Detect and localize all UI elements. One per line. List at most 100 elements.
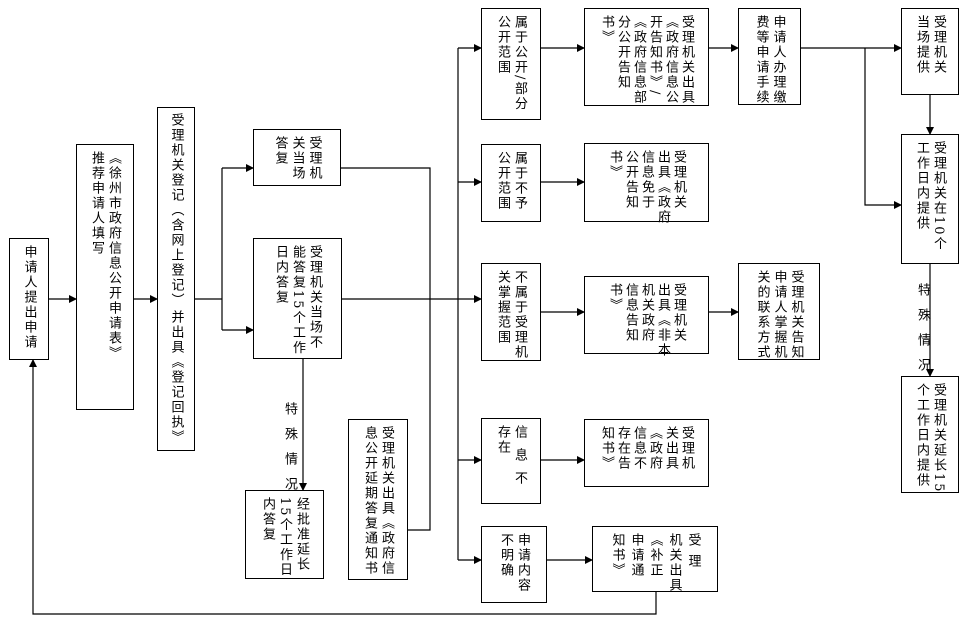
unclear-line-2: 不明确 (498, 533, 513, 578)
extend-15-line-1: 经批准延长 (294, 497, 309, 572)
applicant-submit-text: 申请人提出申请 (21, 245, 37, 350)
form-line-2: 推荐申请人填写 (89, 151, 104, 256)
disclosure-notice-line-5: 分公开告知 (615, 15, 630, 90)
not-in-scope-notice-line-2: 出具《非本 (655, 283, 670, 358)
reply-15days-line-2: 能答复15个工作 (290, 245, 305, 356)
onsite-reply-box: 受理机 关当场 答复 (253, 129, 341, 186)
extend-15-line-3: 内答复 (260, 497, 275, 542)
not-in-scope-notice-text: 受理机关 出具《非本 机关政府 信息告知 书》 (585, 277, 708, 358)
not-in-scope-notice-line-5: 书》 (607, 283, 622, 313)
contact-inform-line-3: 关的联系方式 (754, 270, 770, 360)
info-nonexistent-box: 信息不 存在 (481, 418, 541, 504)
unclear-text: 申请内容 不明确 (482, 527, 546, 602)
correction-notice-line-3: 《补正 (647, 533, 663, 578)
contact-inform-box: 受理机关告知 申请人掌握机 关的联系方式 (738, 263, 820, 360)
onsite-provide-text: 受理机关 当场提供 (902, 9, 958, 94)
correction-notice-box: 受理 机关出具 《补正 申请通 知书》 (592, 526, 718, 593)
special-case-label-left: 特殊情况 (282, 402, 297, 502)
info-nonexistent-line-2: 存在 (495, 425, 510, 455)
reply-15days-text: 受理机关当场不 能答复15个工作 日内答复 (254, 239, 341, 358)
disclosure-notice-line-1: 受理机关出具 (679, 15, 694, 105)
provide-15days-box: 受理机关延长15 个工作日内提供 (901, 376, 959, 494)
nonexistent-notice-line-6: 知书》 (599, 426, 614, 471)
info-nonexistent-text: 信息不 存在 (482, 419, 540, 503)
nonexistent-notice-box: 受理机 关出具 《政府 信息不 存在告 知书》 (584, 419, 709, 487)
application-form-box: 《徐州市政府信息公开申请表》 推荐申请人填写 (76, 144, 134, 410)
correction-notice-line-4: 申请通 (628, 533, 644, 578)
nonexistent-notice-line-4: 信息不 (631, 426, 646, 471)
contact-inform-line-2: 申请人掌握机 (771, 270, 787, 360)
correction-notice-line-5: 知书》 (609, 533, 625, 578)
not-in-scope-text: 不属于受理机 关掌握范围 (482, 264, 540, 360)
register-text: 受理机关登记（含网上登记） 并出具《登记回执》 (158, 108, 194, 450)
register-line-1: 受理机关登记（含网上登记） (168, 113, 184, 308)
fee-procedure-line-1: 申请人办理缴 (770, 15, 786, 105)
arrow-correction-back-to-submit (29, 359, 657, 615)
register-box: 受理机关登记（含网上登记） 并出具《登记回执》 (157, 107, 195, 451)
provide-10days-line-2: 工作日内提供 (914, 141, 929, 231)
special-case-label-right: 特殊情况 (915, 283, 930, 383)
info-nonexistent-line-1: 信息不 (512, 425, 527, 494)
reply-15days-box: 受理机关当场不 能答复15个工作 日内答复 (253, 238, 342, 359)
exempt-notice-box: 受理机关 出具《政府 信息免于 公开告知 书》 (584, 143, 709, 225)
onsite-reply-line-1: 受理机 (306, 136, 322, 181)
extension-notice-line-2: 息公开延期答复通知书 (362, 426, 377, 576)
provide-10days-text: 受理机关在10个 工作日内提供 (902, 135, 958, 263)
nonexistent-notice-line-3: 《政府 (647, 426, 662, 471)
fee-procedure-text: 申请人办理缴 费等申请手续 (739, 9, 800, 105)
register-line-2: 并出具《登记回执》 (168, 310, 184, 445)
unclear-line-1: 申请内容 (515, 533, 530, 593)
onsite-reply-line-2: 关当场 (289, 136, 305, 181)
non-disclosure-scope-line-1: 属于不予 (512, 151, 527, 211)
nonexistent-notice-line-1: 受理机 (679, 426, 694, 471)
not-in-scope-box: 不属于受理机 关掌握范围 (481, 263, 541, 361)
provide-15days-line-2: 个工作日内提供 (914, 383, 929, 488)
exempt-notice-line-1: 受理机关 (671, 150, 686, 210)
exempt-notice-text: 受理机关 出具《政府 信息免于 公开告知 书》 (585, 144, 708, 225)
disclosure-notice-line-2: 《政府信息公 (663, 15, 678, 105)
nonexistent-notice-line-5: 存在告 (615, 426, 630, 471)
exempt-notice-line-5: 书》 (607, 150, 622, 180)
extend-15-box: 经批准延长 15个工作日 内答复 (245, 490, 324, 579)
exempt-notice-line-2: 出具《政府 (655, 150, 670, 225)
disclosure-notice-box: 受理机关出具 《政府信息公 开告知书》/ 《政府信息部 分公开告知 书》 (584, 8, 709, 106)
correction-notice-line-2: 机关出具 (666, 533, 682, 593)
not-in-scope-line-2: 关掌握范围 (495, 270, 510, 345)
extend-15-text: 经批准延长 15个工作日 内答复 (246, 491, 323, 578)
form-line-1: 《徐州市政府信息公开申请表》 (106, 151, 121, 361)
provide-15days-line-1: 受理机关延长15 (931, 383, 946, 494)
not-in-scope-notice-line-1: 受理机关 (671, 283, 686, 343)
not-in-scope-notice-line-4: 信息告知 (623, 283, 638, 343)
disclosure-notice-line-3: 开告知书》/ (647, 15, 662, 97)
onsite-reply-line-3: 答复 (272, 136, 288, 166)
nonexistent-notice-line-2: 关出具 (663, 426, 678, 471)
extension-notice-box: 受理机关出具《政府信 息公开延期答复通知书 (348, 419, 408, 580)
reply-15days-line-1: 受理机关当场不 (307, 245, 322, 350)
unclear-box: 申请内容 不明确 (481, 526, 547, 603)
application-form-text: 《徐州市政府信息公开申请表》 推荐申请人填写 (77, 145, 133, 409)
non-disclosure-scope-box: 属于不予 公开范围 (481, 144, 541, 222)
onsite-provide-line-2: 当场提供 (914, 15, 929, 75)
line-onsite-reply-to-notice (341, 167, 431, 531)
onsite-reply-text: 受理机 关当场 答复 (254, 130, 340, 185)
correction-notice-line-1: 受理 (685, 533, 701, 575)
provide-10days-line-1: 受理机关在10个 (931, 141, 946, 252)
extension-notice-line-1: 受理机关出具《政府信 (379, 426, 394, 576)
disclosure-scope-text: 属于公开/部分 公开范围 (482, 9, 540, 119)
correction-notice-text: 受理 机关出具 《补正 申请通 知书》 (593, 527, 717, 593)
non-disclosure-scope-text: 属于不予 公开范围 (482, 145, 540, 221)
not-in-scope-notice-box: 受理机关 出具《非本 机关政府 信息告知 书》 (584, 276, 709, 358)
disclosure-scope-box: 属于公开/部分 公开范围 (481, 8, 541, 120)
disclosure-scope-line-1: 属于公开/部分 (512, 15, 527, 112)
extension-notice-text: 受理机关出具《政府信 息公开延期答复通知书 (349, 420, 407, 579)
reply-15days-line-3: 日内答复 (273, 245, 288, 305)
exempt-notice-line-4: 公开告知 (623, 150, 638, 210)
disclosure-notice-line-6: 书》 (599, 15, 614, 45)
disclosure-scope-line-2: 公开范围 (495, 15, 510, 75)
non-disclosure-scope-line-2: 公开范围 (495, 151, 510, 211)
contact-inform-text: 受理机关告知 申请人掌握机 关的联系方式 (739, 264, 819, 360)
fee-procedure-line-2: 费等申请手续 (753, 15, 769, 105)
provide-10days-box: 受理机关在10个 工作日内提供 (901, 134, 959, 264)
